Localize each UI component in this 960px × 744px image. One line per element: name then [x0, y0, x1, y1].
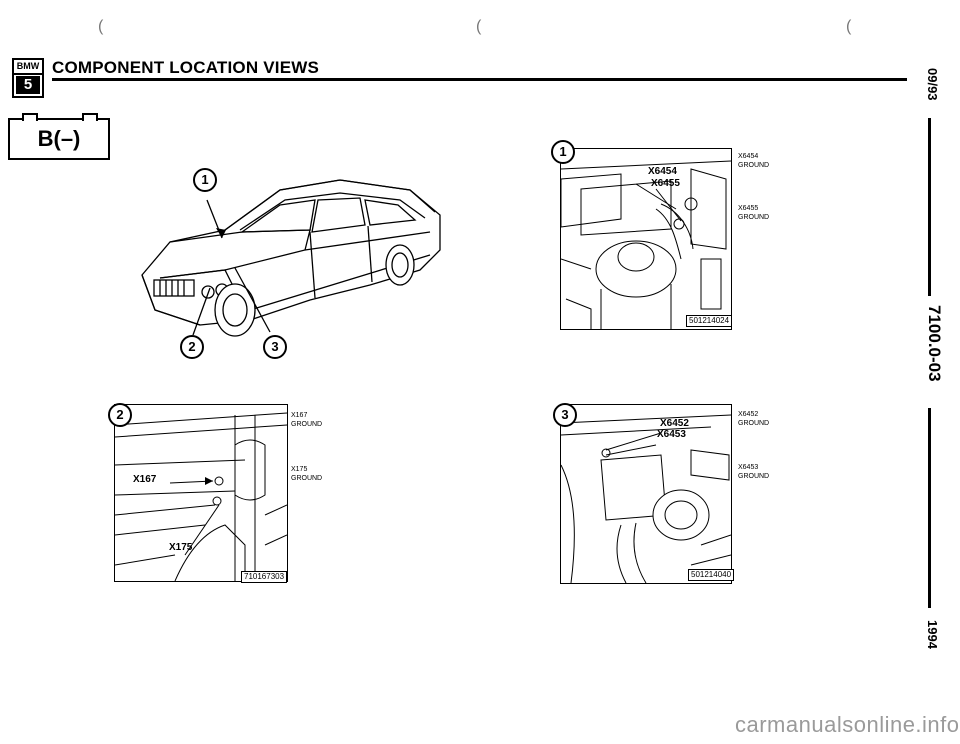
view-1-label-a-desc: GROUND — [738, 162, 770, 169]
view-3-connector-x6453: X6453 — [657, 429, 686, 440]
view-1-label-b: X6455 GROUND — [738, 204, 769, 222]
view-3-connector-x6452: X6452 — [660, 418, 689, 429]
battery-terminal — [82, 113, 98, 121]
view-2-connector-x175: X175 — [169, 542, 193, 553]
view-1-number: 1 — [551, 140, 575, 164]
battery-terminal — [22, 113, 38, 121]
scan-mark: ( — [846, 18, 852, 35]
callout-3: 3 — [263, 335, 287, 359]
watermark: carmanualsonline.info — [735, 712, 960, 737]
view-2-photo — [114, 404, 288, 582]
view-2-connector-x167: X167 — [133, 474, 157, 485]
view-1-connector-x6454: X6454 — [648, 166, 677, 177]
view-3-label-b-desc: GROUND — [738, 473, 770, 480]
battery-text: B(–) — [37, 126, 81, 151]
margin-date: 09/93 — [925, 68, 940, 101]
view-1-label-b-id: X6455 — [738, 205, 759, 212]
margin-rule — [928, 408, 931, 608]
title-rule — [52, 78, 907, 81]
view-3-label-b: X6453 GROUND — [738, 463, 769, 481]
view-1-figure-id: 501214024 — [686, 315, 733, 327]
view-3-label-b-id: X6453 — [738, 464, 759, 471]
margin-doc-number: 7100.0-03 — [925, 305, 944, 382]
view-2-label-a-desc: GROUND — [291, 421, 323, 428]
view-3-number: 3 — [553, 403, 577, 427]
scan-mark: ( — [476, 18, 482, 35]
view-2-number: 2 — [108, 403, 132, 427]
view-1-label-a-id: X6454 — [738, 153, 759, 160]
scan-mark: ( — [98, 18, 104, 35]
view-2-label-b: X175 GROUND — [291, 465, 322, 483]
margin-rule — [928, 118, 931, 296]
battery-negative-label: B(–) — [8, 113, 110, 160]
margin-year: 1994 — [925, 620, 940, 649]
view-3-label-a: X6452 GROUND — [738, 410, 769, 428]
callout-2: 2 — [180, 335, 204, 359]
view-3-figure-id: 501214040 — [688, 569, 735, 581]
view-2-label-b-desc: GROUND — [291, 475, 323, 482]
view-3-label-a-id: X6452 — [738, 411, 759, 418]
page-title: COMPONENT LOCATION VIEWS — [52, 58, 320, 77]
logo-series: 5 — [16, 76, 40, 94]
view-1-photo — [560, 148, 732, 330]
bmw-series-logo: BMW 5 — [12, 58, 44, 98]
view-2-illustration — [115, 412, 287, 581]
view-2-figure-id: 710167303 — [241, 571, 288, 583]
logo-brand: BMW — [14, 60, 42, 75]
view-1-label-a: X6454 GROUND — [738, 152, 769, 170]
callout-1: 1 — [193, 168, 217, 192]
car-overview-drawing — [141, 179, 441, 337]
view-3-label-a-desc: GROUND — [738, 420, 770, 427]
view-3-illustration — [561, 414, 731, 583]
view-1-connector-x6455: X6455 — [651, 178, 680, 189]
view-2-label-b-id: X175 — [291, 466, 308, 473]
view-3-photo — [560, 404, 732, 584]
view-1-label-b-desc: GROUND — [738, 214, 770, 221]
view-2-label-a: X167 GROUND — [291, 411, 322, 429]
view-2-label-a-id: X167 — [291, 412, 308, 419]
view-1-illustration — [561, 160, 731, 329]
